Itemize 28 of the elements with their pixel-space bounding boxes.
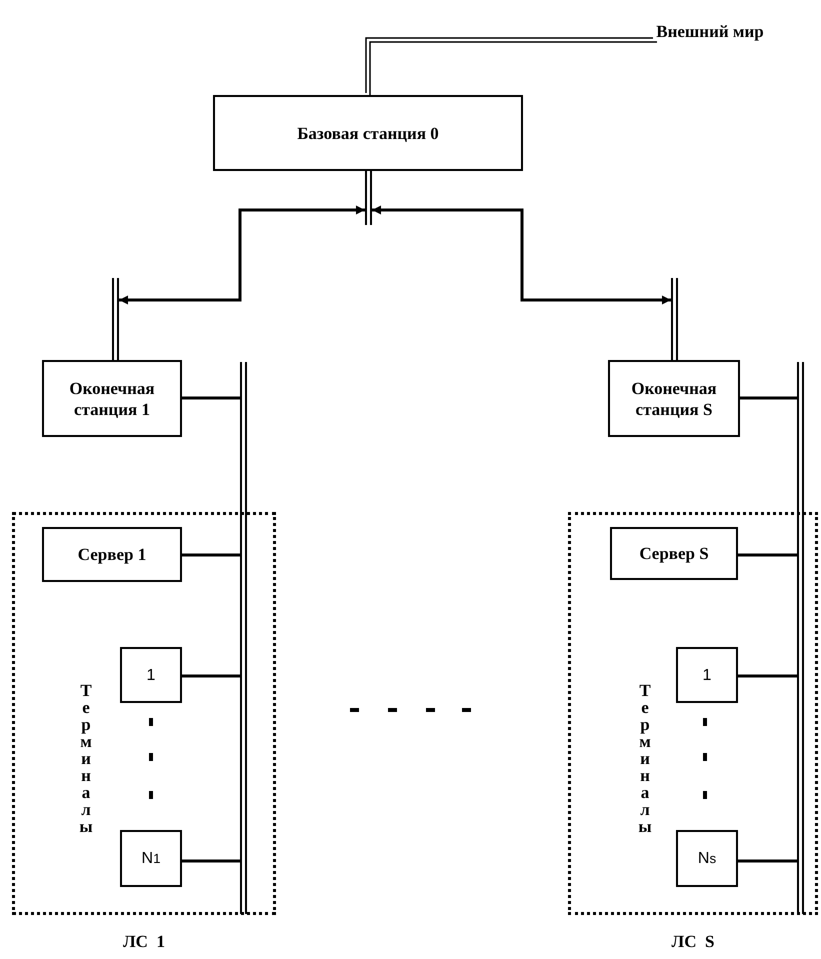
connector-line bbox=[182, 674, 240, 678]
vertical-label: Терминалы bbox=[78, 682, 94, 835]
double-line-stub bbox=[365, 171, 372, 225]
arrow bbox=[372, 206, 671, 304]
group-label: ЛС S bbox=[670, 932, 716, 952]
double-line-stub bbox=[112, 278, 119, 360]
station-box: Оконечная станция 1 bbox=[42, 360, 182, 437]
server-box: Сервер 1 bbox=[42, 527, 182, 582]
terminal-box: 1 bbox=[120, 647, 182, 703]
connector-line bbox=[738, 554, 797, 556]
connector-line bbox=[738, 674, 797, 678]
station-box: Базовая станция 0 bbox=[213, 95, 523, 171]
bus-line bbox=[240, 362, 247, 914]
station-box: Оконечная станция S bbox=[608, 360, 740, 437]
connector-line bbox=[182, 860, 240, 862]
connector-line bbox=[182, 396, 240, 400]
group-label: ЛС 1 bbox=[122, 932, 166, 952]
double-line bbox=[365, 37, 658, 98]
bus-line bbox=[797, 362, 804, 914]
connector-line bbox=[182, 554, 240, 556]
double-line-stub bbox=[671, 278, 678, 360]
server-box: Сервер S bbox=[610, 527, 738, 580]
connector-line bbox=[740, 396, 797, 400]
connector-line bbox=[738, 860, 797, 862]
arrow bbox=[119, 206, 365, 304]
node-label: Внешний мир bbox=[655, 4, 765, 60]
terminal-box: 1 bbox=[676, 647, 738, 703]
vertical-label: Терминалы bbox=[637, 682, 653, 835]
